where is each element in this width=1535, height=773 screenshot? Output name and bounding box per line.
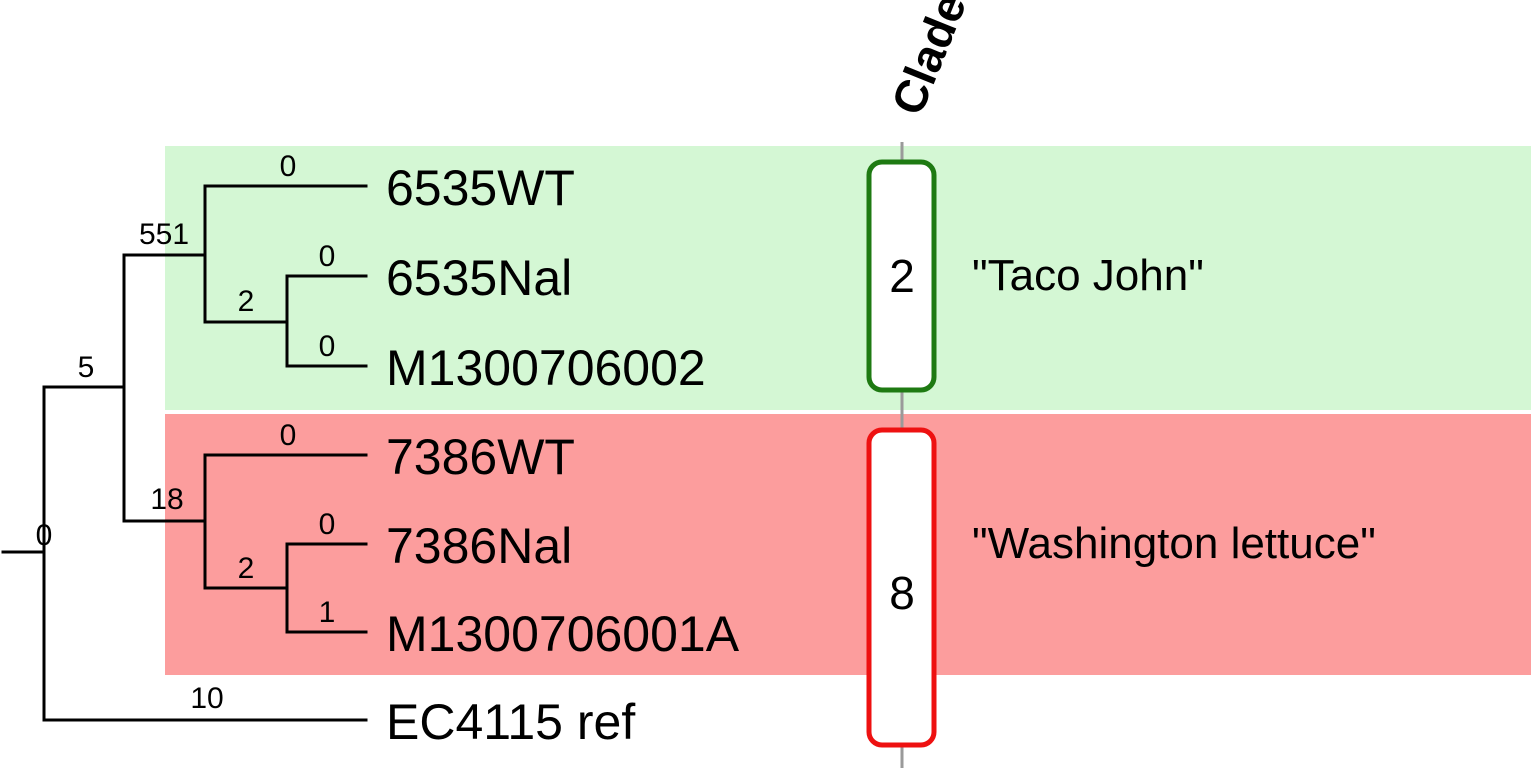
clade-box-2 [866,159,937,393]
outbreak-label-taco-john: "Taco John" [972,251,1204,300]
leaf-branch-label-m1300706002: 0 [319,330,336,363]
clade-number-8: 8 [889,567,915,619]
leaf-branch-label-ec4115-ref: 10 [190,682,223,715]
band-taco-john [165,146,1531,410]
node-label-wash-pair: 2 [238,552,255,585]
leaf-name-7386wt: 7386WT [386,429,575,485]
leaf-name-m1300706002: M1300706002 [386,340,706,396]
node-label-root: 0 [36,519,53,552]
clade-markers: 2 8 [866,159,937,748]
leaf-branch-label-6535wt: 0 [280,150,297,183]
node-label-taco-pair: 2 [238,285,255,318]
clade-number-2: 2 [889,250,915,302]
band-washington-lettuce [165,414,1531,675]
leaf-name-6535wt: 6535WT [386,160,575,216]
leaf-branch-labels: 0 0 0 0 0 1 10 [190,150,335,715]
leaf-name-7386nal: 7386Nal [386,518,572,574]
node-label-taco-group: 551 [139,218,189,251]
clade-box-8 [866,427,937,748]
leaf-name-6535nal: 6535Nal [386,250,572,306]
leaf-branch-label-7386wt: 0 [280,419,297,452]
leaf-names: 6535WT 6535Nal M1300706002 7386WT 7386Na… [386,160,740,750]
node-label-ingroup: 5 [78,351,95,384]
outbreak-label-washington-lettuce: "Washington lettuce" [972,519,1376,568]
column-header-clade: Clade [881,0,976,122]
leaf-branch-label-m1300706001a: 1 [319,596,336,629]
tree-branches [1,184,368,722]
outbreak-labels: "Taco John" "Washington lettuce" [972,251,1376,568]
node-label-wash-group: 18 [150,483,183,516]
internal-node-labels: 0 5 551 2 18 2 [36,218,255,585]
leaf-name-m1300706001a: M1300706001A [386,606,740,662]
leaf-branch-label-6535nal: 0 [319,240,336,273]
leaf-name-ec4115-ref: EC4115 ref [386,694,635,750]
leaf-branch-label-7386nal: 0 [319,508,336,541]
